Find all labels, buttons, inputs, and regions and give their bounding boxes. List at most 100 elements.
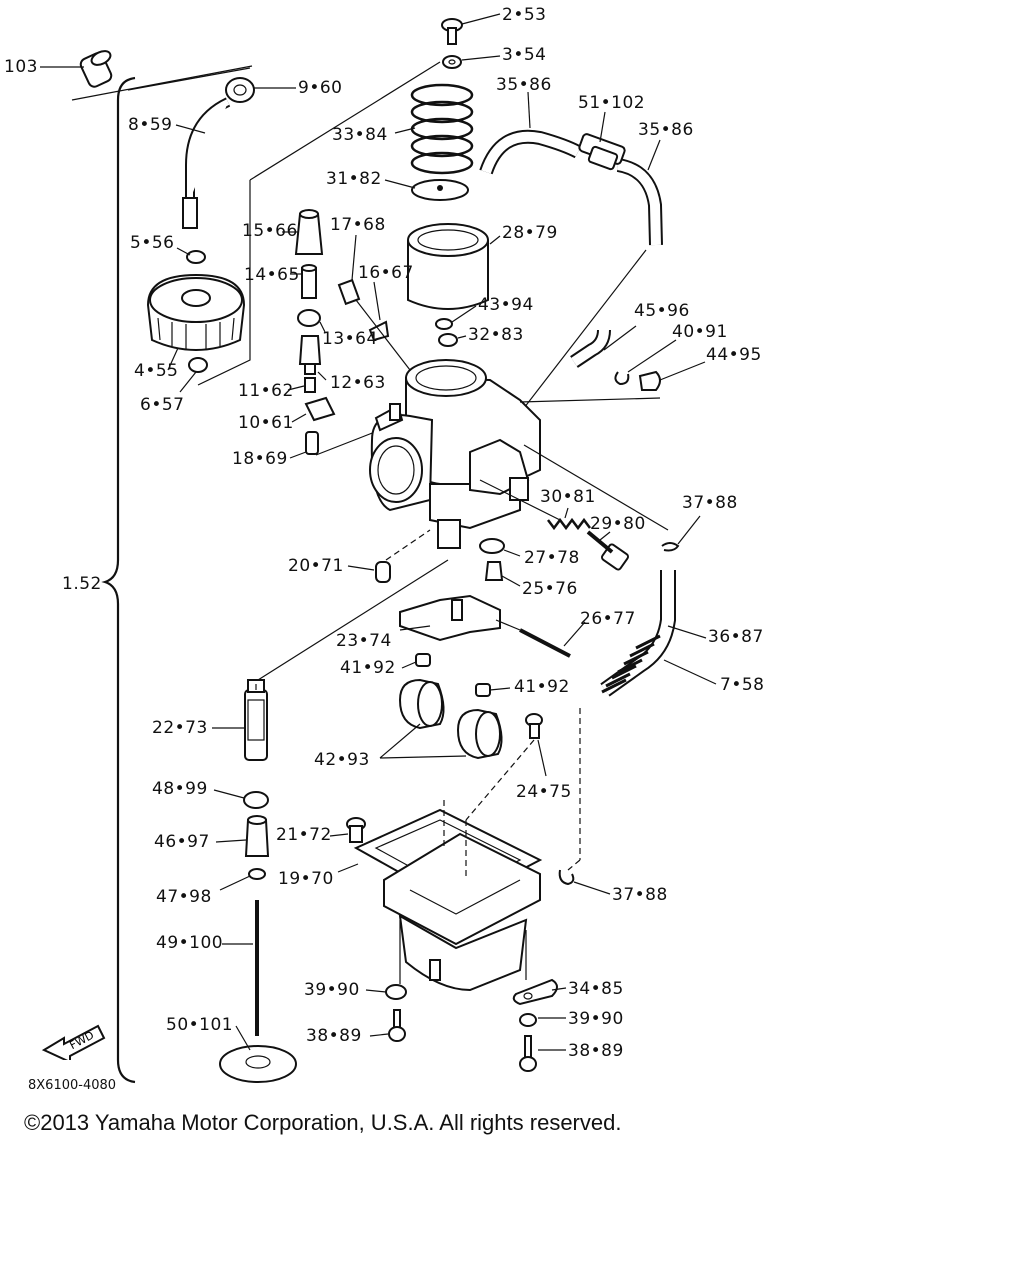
part-48-99 [243,791,269,809]
part-3-54 [442,55,462,69]
part-41-92-left [415,653,431,667]
label-26-77: 26•77 [580,609,636,629]
part-26-77 [519,628,571,658]
carburetor-body [369,359,541,549]
label-103: 103 [4,57,38,77]
part-18-69 [305,431,319,455]
part-46-97 [244,815,270,857]
part-14-65 [301,264,317,299]
label-48-99: 48•99 [152,779,208,799]
label-24-75: 24•75 [516,782,572,802]
part-47-98 [248,868,266,880]
label-38-89-right: 38•89 [568,1041,624,1061]
float-bowl [383,832,541,992]
part-51-102 [578,133,626,171]
label-11-62: 11•62 [238,381,294,401]
label-7-58: 7•58 [720,675,765,695]
forward-arrow-icon: FWD [41,1024,106,1060]
part-44-95 [638,370,661,391]
label-39-90-right: 39•90 [568,1009,624,1029]
label-42-93: 42•93 [314,750,370,770]
label-33-84: 33•84 [332,125,388,145]
diagram-code: 8X6100-4080 [28,1078,117,1093]
label-45-96: 45•96 [634,301,690,321]
label-30-81: 30•81 [540,487,596,507]
part-39-90-left [385,984,407,1000]
label-8-59: 8•59 [128,115,173,135]
label-51-102: 51•102 [578,93,646,113]
part-11-62 [304,377,316,393]
part-103 [79,50,113,88]
label-6-57: 6•57 [140,395,185,415]
label-5-56: 5•56 [130,233,175,253]
label-31-82: 31•82 [326,169,382,189]
carburetor-exploded-diagram [40,13,717,1084]
label-36-87: 36•87 [708,627,764,647]
label-12-63: 12•63 [330,373,386,393]
part-17-68 [337,278,361,306]
label-44-95: 44•95 [706,345,762,365]
assembly-bracket [101,76,136,1084]
part-42-93 [398,678,503,760]
part-21-72 [346,817,366,843]
part-50-101 [219,1045,297,1083]
part-20-71 [375,561,391,583]
label-39-90-left: 39•90 [304,980,360,1000]
part-28-79 [407,223,489,310]
part-5-56 [186,250,206,264]
label-19-70: 19•70 [278,869,334,889]
label-40-91: 40•91 [672,322,728,342]
part-10-61 [304,396,336,422]
label-29-80: 29•80 [590,514,646,534]
part-41-92-right [475,683,491,697]
label-10-61: 10•61 [238,413,294,433]
part-25-76 [484,561,504,581]
part-23-74 [399,594,501,642]
part-4-55 [146,273,246,351]
label-14-65: 14•65 [244,265,300,285]
part-38-89-left [388,1009,406,1042]
part-24-75 [525,713,543,739]
label-35-86-right: 35•86 [638,120,694,140]
part-15-66 [294,209,324,255]
part-30-81 [547,517,591,531]
label-46-97: 46•97 [154,832,210,852]
label-49-100: 49•100 [156,933,224,953]
part-22-73 [244,679,268,761]
part-13-64 [297,309,321,327]
label-50-101: 50•101 [166,1015,234,1035]
label-38-89-left: 38•89 [306,1026,362,1046]
part-29-80 [586,530,629,571]
part-37-88-top [661,542,680,552]
part-43-94 [435,318,453,330]
label-23-74: 23•74 [336,631,392,651]
part-2-53 [441,18,463,45]
label-3-54: 3•54 [502,45,547,65]
part-40-91 [614,371,630,386]
label-28-79: 28•79 [502,223,558,243]
label-35-86-left: 35•86 [496,75,552,95]
label-43-94: 43•94 [478,295,534,315]
label-15-66: 15•66 [242,221,298,241]
label-2-53: 2•53 [502,5,547,25]
part-34-85 [512,978,558,1006]
label-32-83: 32•83 [468,325,524,345]
label-47-98: 47•98 [156,887,212,907]
label-34-85: 34•85 [568,979,624,999]
part-32-83 [438,333,458,347]
label-9-60: 9•60 [298,78,343,98]
label-27-78: 27•78 [524,548,580,568]
part-12-63 [298,335,322,375]
label-18-69: 18•69 [232,449,288,469]
part-37-88-bottom [558,869,575,886]
label-16-67: 16•67 [358,263,414,283]
label-37-88-top: 37•88 [682,493,738,513]
label-37-88-bottom: 37•88 [612,885,668,905]
part-7-58 [601,634,661,694]
part-6-57 [188,357,208,373]
label-13-64: 13•64 [322,329,378,349]
label-17-68: 17•68 [330,215,386,235]
label-21-72: 21•72 [276,825,332,845]
part-31-82 [411,179,469,201]
part-9-60 [225,77,255,103]
